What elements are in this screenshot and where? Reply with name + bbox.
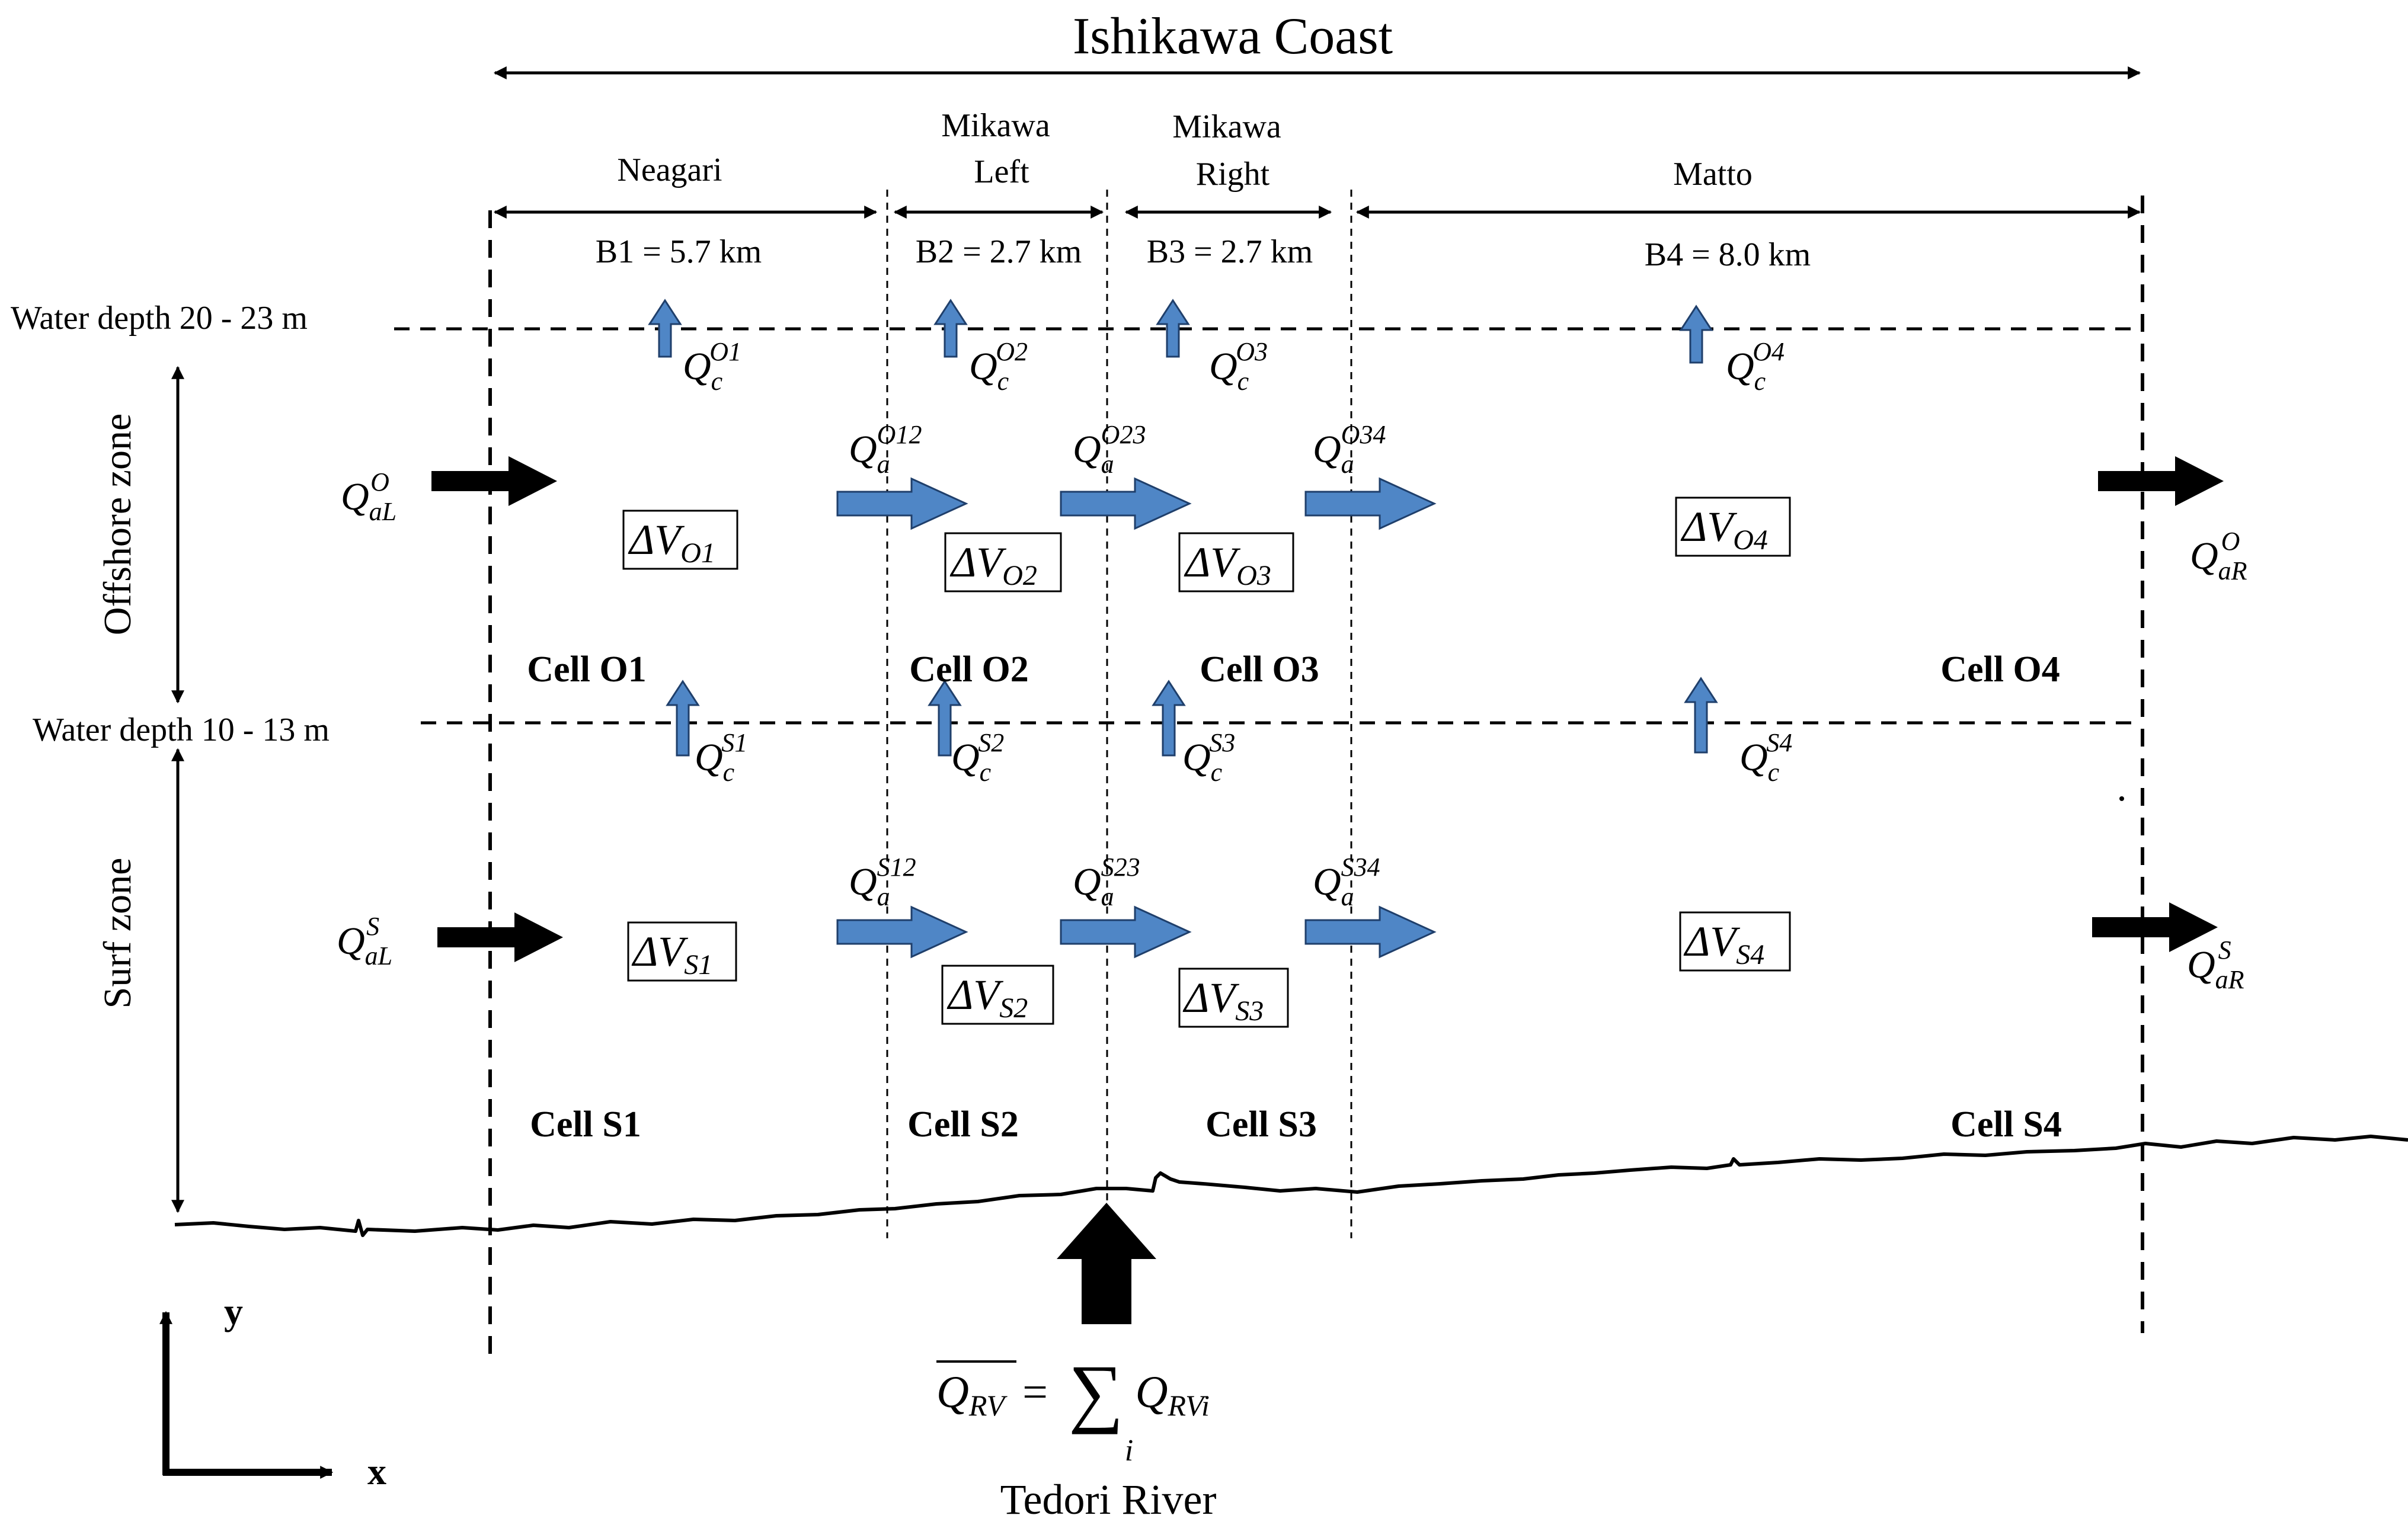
cross-flux-label-o4: QcO4: [1726, 337, 1785, 396]
cross-flux-label-o1: QcO1: [683, 337, 741, 396]
offshore-zone-label: Offshore zone: [96, 414, 139, 635]
segment-width-b3: B3 = 2.7 km: [1147, 233, 1313, 270]
shoreline: [174, 1135, 2408, 1237]
volume-box-s1: [627, 921, 737, 982]
cell-label-o3: Cell O3: [1200, 649, 1319, 690]
cross-shore-arrow-o3: [1156, 299, 1190, 358]
segment-width-b4: B4 = 8.0 km: [1645, 236, 1811, 273]
cross-flux-label-o3: QcO3: [1209, 337, 1268, 396]
alongshore-arrows: [836, 477, 1437, 959]
surf-depth-label: Water depth 10 - 13 m: [33, 712, 330, 748]
along-flux-label-o34: QaO34: [1313, 420, 1386, 479]
boundary-arrow-surf-right: [2092, 902, 2218, 952]
segment-name-neagari: Neagari: [617, 152, 722, 188]
cell-label-s2: Cell S2: [907, 1104, 1019, 1145]
along-flux-label-o23: QaO23: [1073, 420, 1146, 479]
boundary-arrow-offshore-left: [431, 456, 557, 506]
cross-flux-label-s3: QcS3: [1182, 728, 1235, 787]
boundary-flux-label-surf-right: QaRS: [2187, 936, 2244, 994]
alongshore-arrow-s12: [836, 905, 968, 959]
river-name: Tedori River: [1000, 1476, 1217, 1523]
y-axis-label: y: [224, 1290, 243, 1332]
boundary-flux-label-offshore-left: QaLO: [341, 467, 396, 526]
boundary-arrow-surf-left: [437, 912, 563, 962]
volume-label-s2: ΔVS2: [946, 971, 1028, 1024]
segment-name-matto: Matto: [1673, 156, 1753, 193]
boundary-flux-label-offshore-right: QaRO: [2190, 527, 2247, 585]
volume-label-s1: ΔVS1: [631, 928, 712, 981]
along-flux-label-s12: QaS12: [849, 853, 916, 911]
along-flux-label-s23: QaS23: [1073, 853, 1140, 911]
cross-shore-arrows: [648, 299, 1718, 757]
cross-flux-label-o2: QcO2: [969, 337, 1028, 396]
cross-shore-arrow-s4: [1684, 677, 1718, 754]
along-flux-label-s34: QaS34: [1313, 853, 1380, 911]
offshore-depth-label: Water depth 20 - 23 m: [11, 300, 308, 337]
cross-shore-arrow-o2: [933, 299, 968, 358]
alongshore-arrow-s23: [1060, 905, 1192, 959]
boundary-arrows: [431, 456, 2224, 962]
river-sum-index: i: [1125, 1434, 1133, 1468]
volume-label-o2: ΔVO2: [949, 539, 1037, 591]
cell-label-o2: Cell O2: [909, 649, 1028, 690]
alongshore-arrow-o23: [1060, 477, 1192, 530]
volume-label-s3: ΔVS3: [1182, 974, 1264, 1027]
segment-width-b1: B1 = 5.7 km: [596, 233, 762, 270]
segment-width-b2: B2 = 2.7 km: [916, 233, 1082, 270]
volume-box-o2: [944, 532, 1062, 592]
volume-label-s4: ΔVS4: [1683, 918, 1764, 970]
cell-label-o4: Cell O4: [1940, 649, 2060, 690]
cross-flux-label-s4: QcS4: [1739, 728, 1792, 787]
volume-label-o1: ΔVO1: [628, 516, 715, 569]
cross-shore-arrow-s2: [928, 680, 962, 757]
volume-box-o3: [1178, 532, 1294, 592]
boundary-arrow-offshore-right: [2098, 456, 2224, 506]
cross-shore-arrow-o1: [648, 299, 682, 358]
x-axis-label: x: [367, 1450, 386, 1492]
cross-flux-label-s2: QcS2: [951, 728, 1004, 787]
cross-shore-arrow-s3: [1152, 680, 1186, 757]
segment-name-mikawa-left-line2: Left: [974, 153, 1029, 190]
volume-boxes: [622, 496, 1791, 1028]
cell-label-s3: Cell S3: [1205, 1104, 1317, 1145]
alongshore-arrow-s34: [1304, 905, 1437, 959]
stray-dot: [2119, 796, 2124, 801]
cross-shore-arrow-o4: [1679, 305, 1713, 364]
cross-flux-label-s1: QcS1: [695, 728, 747, 787]
volume-box-o1: [622, 510, 738, 570]
coast-title: Ishikawa Coast: [1073, 8, 1393, 65]
alongshore-arrow-o12: [836, 477, 968, 530]
river-inflow-arrow: [1057, 1203, 1156, 1324]
boundary-flux-label-surf-left: QaLS: [337, 912, 392, 970]
surf-zone-label: Surf zone: [96, 858, 139, 1009]
volume-box-s4: [1679, 911, 1791, 972]
axis-indicator: y x: [159, 1290, 386, 1492]
river-formula: QRV=∑QRVi: [936, 1350, 1210, 1435]
volume-label-o4: ΔVO4: [1680, 503, 1768, 556]
segment-name-mikawa-right-line2: Right: [1196, 156, 1270, 193]
volume-box-s3: [1178, 968, 1289, 1028]
cross-shore-arrow-s1: [666, 680, 700, 757]
along-flux-label-o12: QaO12: [849, 420, 922, 479]
volume-box-s2: [941, 965, 1054, 1025]
alongshore-arrow-o34: [1304, 477, 1437, 530]
cell-label-s1: Cell S1: [530, 1104, 641, 1145]
volume-box-o4: [1675, 496, 1791, 557]
cell-label-o1: Cell O1: [527, 649, 646, 690]
segment-name-mikawa-right-line1: Mikawa: [1172, 108, 1281, 145]
segment-name-mikawa-left-line1: Mikawa: [941, 107, 1050, 144]
volume-label-o3: ΔVO3: [1184, 539, 1271, 591]
cell-label-s4: Cell S4: [1950, 1104, 2062, 1145]
